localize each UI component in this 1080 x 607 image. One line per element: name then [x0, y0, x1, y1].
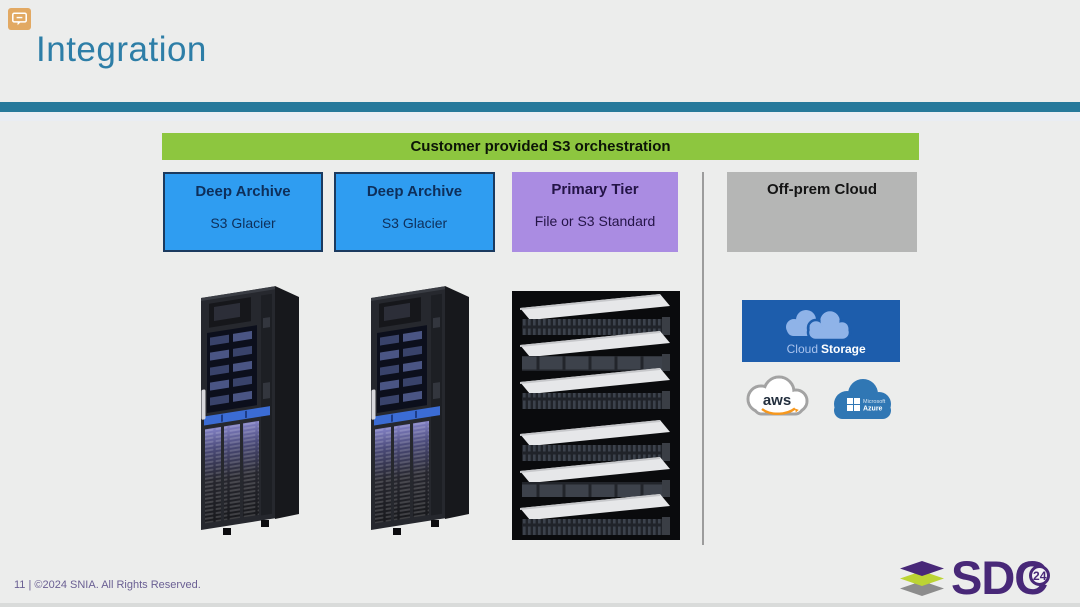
tape-library-image — [371, 286, 469, 535]
box-title: Primary Tier — [551, 181, 639, 198]
box-title: Deep Archive — [366, 183, 463, 200]
comment-icon[interactable] — [8, 8, 31, 30]
aws-logo: aws — [746, 375, 809, 416]
cloud-word: Cloud — [787, 342, 818, 356]
storage-word: Storage — [821, 342, 866, 356]
azure-logo: Microsoft Azure — [834, 379, 891, 419]
cloud-storage-banner: Cloud Storage — [742, 300, 900, 362]
footer-copyright: 11 | ©2024 SNIA. All Rights Reserved. — [14, 579, 201, 591]
cloud-storage-icon: Cloud Storage — [742, 300, 900, 362]
page-title: Integration — [36, 30, 207, 69]
tier-box-deep-archive-2: Deep Archive S3 Glacier — [334, 172, 495, 252]
box-subtitle: S3 Glacier — [381, 215, 448, 231]
aws-smile-icon — [761, 407, 796, 416]
tier-box-offprem-cloud: Off-prem Cloud — [727, 172, 917, 252]
box-subtitle: File or S3 Standard — [534, 213, 656, 229]
orchestration-banner: Customer provided S3 orchestration — [162, 133, 919, 160]
sdc-wordmark: SDC 24 — [951, 554, 1051, 601]
bottom-edge — [0, 603, 1080, 607]
light-strip — [0, 112, 1080, 121]
sdc-diamonds-icon — [900, 560, 944, 596]
tape-library-image — [201, 286, 299, 535]
accent-bar — [0, 102, 1080, 112]
disk-shelves-image — [512, 291, 680, 540]
azure-line2: Azure — [863, 406, 883, 413]
tier-box-primary-tier: Primary Tier File or S3 Standard — [512, 172, 678, 252]
aws-smile-arrow — [795, 408, 799, 413]
box-subtitle: S3 Glacier — [210, 215, 276, 231]
box-title: Deep Archive — [195, 183, 291, 200]
windows-icon — [847, 398, 860, 411]
azure-line1: Microsoft — [863, 399, 886, 405]
aws-label: aws — [763, 392, 791, 409]
tier-box-deep-archive-1: Deep Archive S3 Glacier — [163, 172, 323, 252]
section-divider — [702, 172, 704, 545]
aws-cloud-icon — [746, 375, 809, 416]
box-title: Off-prem Cloud — [767, 181, 877, 198]
sdc-badge: 24 — [1029, 565, 1051, 586]
sdc-logo: SDC 24 — [898, 554, 1051, 601]
chat-bubble-icon — [12, 12, 27, 26]
